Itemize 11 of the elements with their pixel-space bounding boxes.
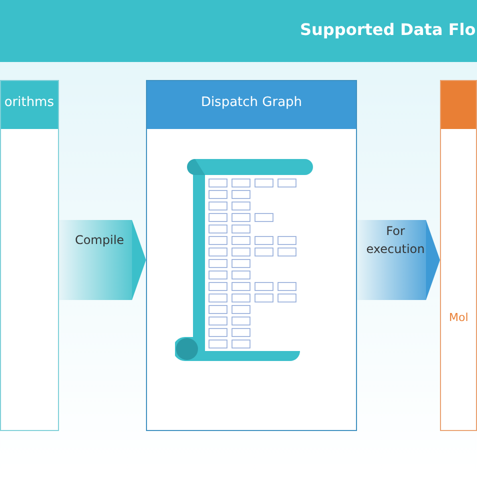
- edge-label: Compile: [74, 232, 126, 249]
- title: Supported Data Flo: [300, 20, 476, 39]
- chevron-arrow: [357, 220, 440, 300]
- panel-heading: orithms: [4, 95, 54, 110]
- panel-heading: Mol: [449, 311, 468, 324]
- edge-label: For execution: [365, 223, 426, 258]
- panel: [146, 80, 357, 431]
- panel: [440, 80, 477, 431]
- panel: [0, 80, 59, 431]
- chevron-arrow: [59, 220, 146, 300]
- panel-heading: Dispatch Graph: [200, 95, 304, 110]
